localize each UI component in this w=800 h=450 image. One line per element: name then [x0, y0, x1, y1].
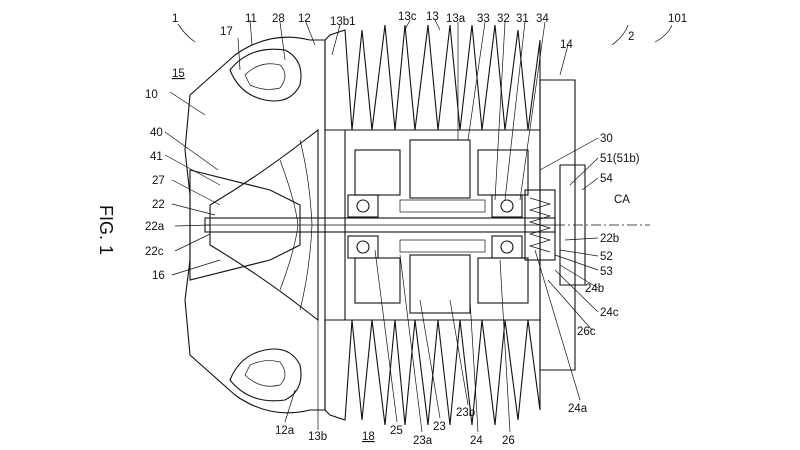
label-22c: 22c — [145, 246, 164, 258]
figure-title: FIG. 1 — [96, 205, 116, 255]
label-1: 1 — [172, 13, 178, 25]
label-28: 28 — [272, 13, 285, 25]
label-30: 30 — [600, 133, 613, 145]
motor-housing — [324, 24, 586, 426]
label-14: 14 — [560, 39, 573, 51]
label-13b: 13b — [308, 431, 327, 443]
reference-labels: 1 11 28 12 13b1 13c 13 13a 33 32 31 34 1… — [145, 11, 687, 447]
label-13: 13 — [426, 11, 439, 23]
label-52: 52 — [600, 251, 613, 263]
label-53: 53 — [600, 266, 613, 278]
label-17: 17 — [220, 26, 233, 38]
label-31: 31 — [516, 13, 529, 25]
bearing-right — [491, 194, 523, 259]
label-26c: 26c — [577, 326, 596, 338]
label-41: 41 — [150, 151, 163, 163]
label-51: 51(51b) — [600, 153, 640, 165]
label-24: 24 — [470, 435, 483, 447]
label-27: 27 — [152, 175, 165, 187]
label-CA: CA — [614, 194, 630, 206]
label-26: 26 — [502, 435, 515, 447]
label-34: 34 — [536, 13, 549, 25]
label-13c: 13c — [398, 11, 417, 23]
label-23b: 23b — [456, 407, 475, 419]
label-23a: 23a — [413, 435, 433, 447]
label-33: 33 — [477, 13, 490, 25]
label-15: 15 — [172, 68, 185, 80]
bearing-left — [347, 194, 379, 259]
label-24a: 24a — [568, 403, 588, 415]
label-10: 10 — [145, 89, 158, 101]
label-32: 32 — [497, 13, 510, 25]
label-25: 25 — [390, 425, 403, 437]
label-23: 23 — [433, 421, 446, 433]
label-2: 2 — [628, 31, 634, 43]
label-22: 22 — [152, 199, 165, 211]
label-101: 101 — [668, 13, 687, 25]
label-13b1: 13b1 — [330, 16, 356, 28]
label-54: 54 — [600, 173, 613, 185]
shaft — [204, 217, 650, 233]
label-12: 12 — [298, 13, 311, 25]
label-24b: 24b — [585, 283, 604, 295]
label-22b: 22b — [600, 233, 619, 245]
label-12a: 12a — [275, 425, 295, 437]
label-13a: 13a — [446, 13, 466, 25]
label-16: 16 — [152, 270, 165, 282]
label-22a: 22a — [145, 221, 165, 233]
leader-lines — [164, 19, 673, 433]
label-24c: 24c — [600, 307, 619, 319]
label-40: 40 — [150, 127, 163, 139]
label-11: 11 — [245, 13, 257, 25]
label-18: 18 — [362, 431, 375, 443]
